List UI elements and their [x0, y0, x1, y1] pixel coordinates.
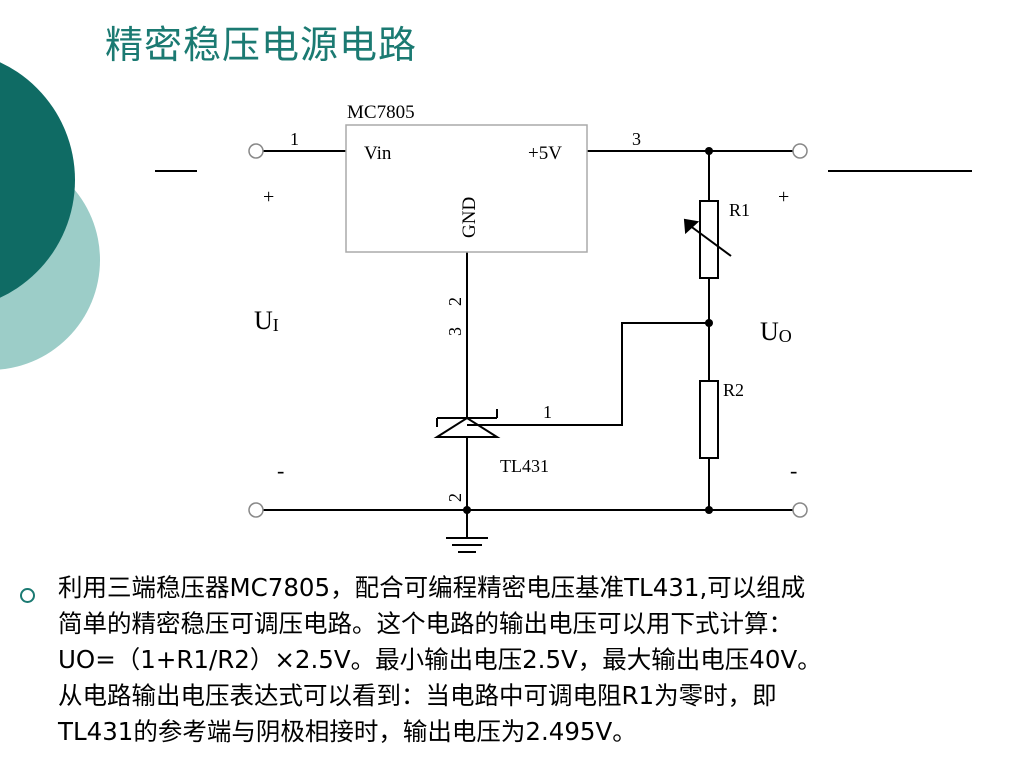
body-line: 简单的精密稳压可调压电路。这个电路的输出电压可以用下式计算： — [58, 609, 793, 638]
terminals — [248, 143, 808, 518]
pin-gnd-a: 2 — [445, 297, 465, 306]
resistor-r2 — [699, 380, 719, 459]
body-line: UO=（1+R1/R2）×2.5V。最小输出电压2.5V，最大输出电压40V。 — [58, 645, 822, 674]
pin-gnd-b: 3 — [445, 327, 465, 336]
body-line: TL431的参考端与阴极相接时，输出电压为2.495V。 — [58, 717, 637, 746]
terminal-out-plus — [792, 143, 808, 159]
ui-label: UI — [254, 306, 279, 335]
ground-icon — [446, 537, 488, 553]
minus-left: - — [277, 458, 284, 483]
wire-ref — [467, 322, 709, 426]
tl431-symbol — [433, 409, 501, 438]
terminal-out-minus — [792, 502, 808, 518]
plus-right: + — [778, 186, 789, 208]
gnd-label: GND — [459, 197, 480, 238]
body-line: 从电路输出电压表达式可以看到：当电路中可调电阻R1为零时，即 — [58, 681, 777, 710]
tl-ref-pin: 1 — [543, 402, 552, 422]
pin-in: 1 — [290, 129, 299, 149]
minus-right: - — [790, 458, 797, 483]
terminal-in-plus — [248, 143, 264, 159]
bullet-icon — [20, 588, 35, 603]
dark-circle — [0, 62, 75, 298]
regulator-name: MC7805 — [347, 102, 415, 123]
terminal-in-minus — [248, 502, 264, 518]
circuit-diagram: MC7805 Vin +5V GND 1 3 2 3 1 2 TL431 R1 … — [155, 102, 972, 553]
junction-dots — [463, 147, 713, 514]
regulator-box — [345, 124, 588, 253]
vin-label: Vin — [364, 143, 392, 164]
body-line: 利用三端稳压器MC7805，配合可编程精密电压基准TL431,可以组成 — [58, 573, 806, 602]
tl-anode-pin: 2 — [445, 493, 465, 502]
r1-label: R1 — [729, 200, 750, 220]
body-paragraph: 利用三端稳压器MC7805，配合可编程精密电压基准TL431,可以组成 简单的精… — [58, 570, 1003, 750]
vout-label: +5V — [528, 143, 562, 164]
pin-out: 3 — [632, 129, 641, 149]
decorative-circles — [0, 62, 100, 370]
variable-arrow-icon — [683, 218, 732, 257]
tl431-label: TL431 — [500, 456, 549, 476]
page-title: 精密稳压电源电路 — [105, 23, 418, 67]
plus-left: + — [263, 186, 274, 208]
uo-label: UO — [760, 317, 792, 346]
r2-label: R2 — [723, 380, 744, 400]
